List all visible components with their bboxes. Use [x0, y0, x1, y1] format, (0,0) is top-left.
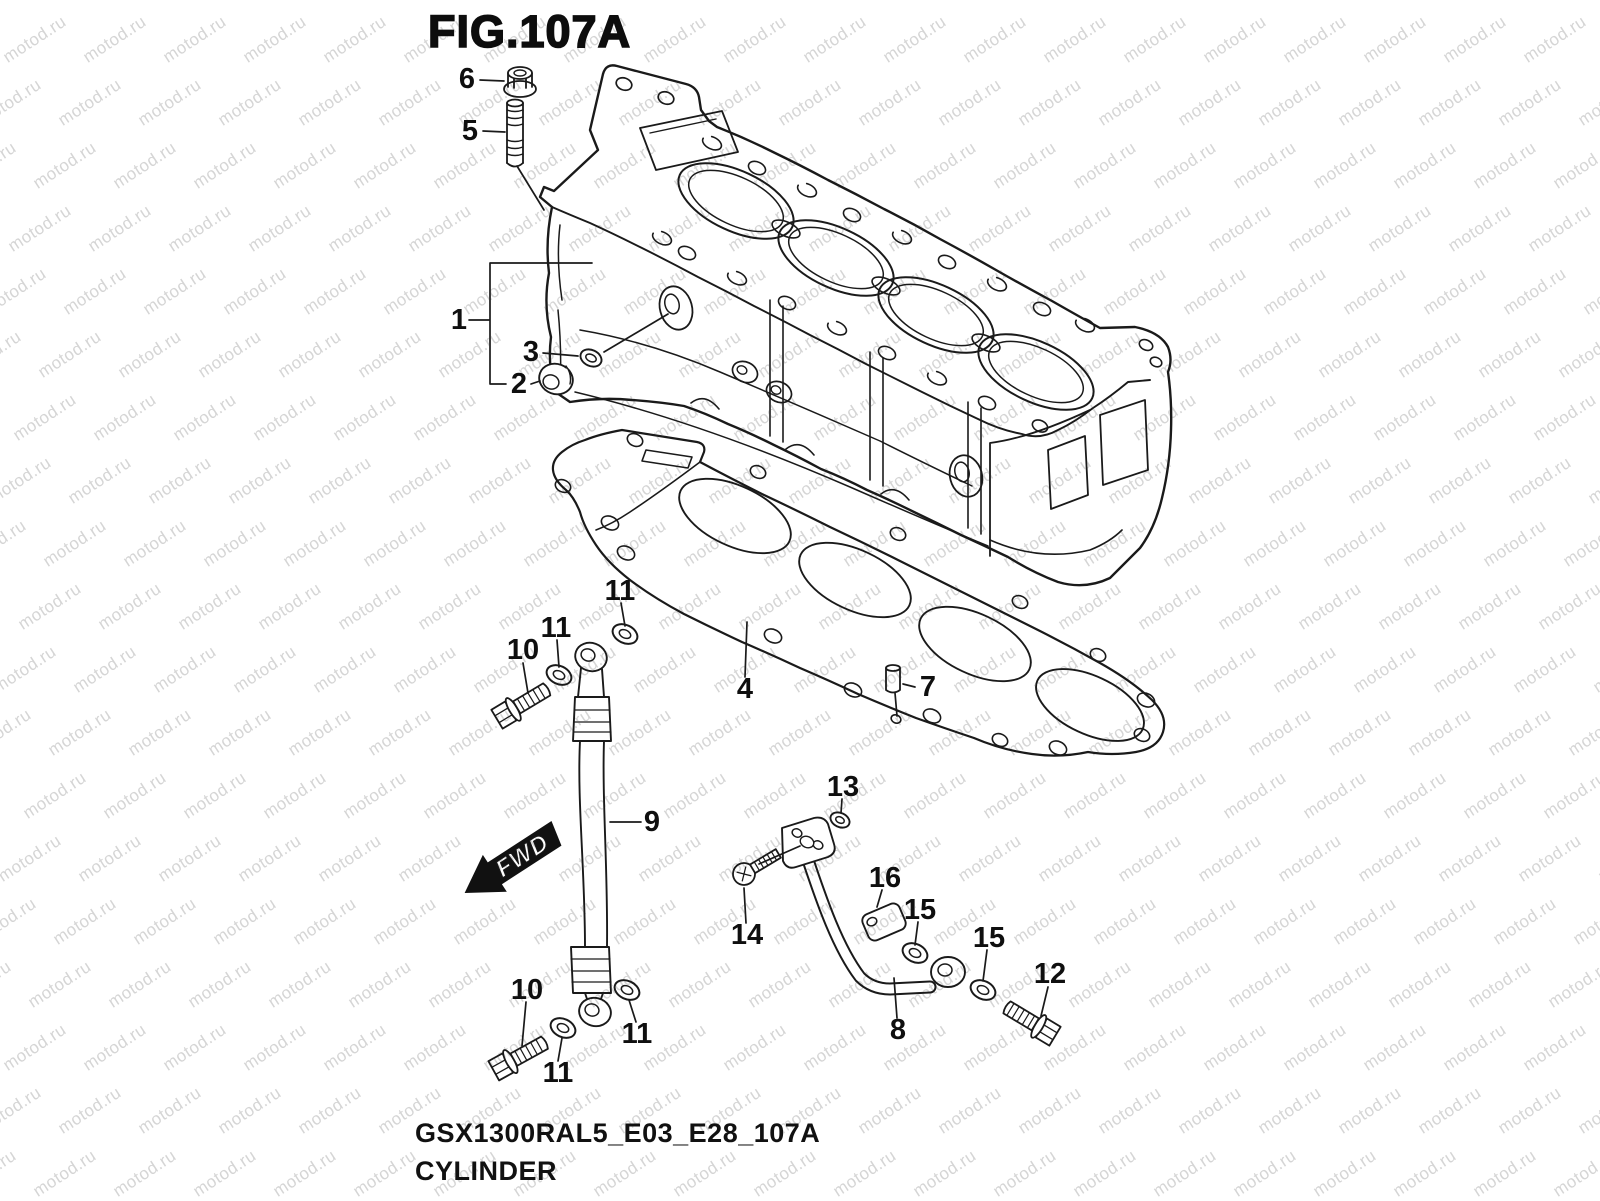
callout-7: 7: [920, 671, 936, 703]
footer-title: CYLINDER: [415, 1156, 557, 1187]
oil-hose-drawing: [571, 638, 614, 1029]
callout-16: 16: [869, 862, 901, 894]
callout-11: 11: [543, 1057, 574, 1089]
page-title: FIG.107A: [428, 6, 631, 58]
stud-bolt-part: [507, 100, 523, 167]
callout-9: 9: [644, 806, 660, 838]
callout-12: 12: [1034, 958, 1066, 990]
cushion-part: [860, 901, 908, 942]
fwd-arrow: FWD: [453, 813, 571, 911]
callout-1: 1: [451, 304, 467, 336]
o-ring-part-13: [828, 809, 852, 830]
callout-4: 4: [737, 673, 753, 705]
callout-15: 15: [904, 894, 936, 926]
callout-8: 8: [890, 1014, 906, 1046]
callout-10: 10: [507, 634, 539, 666]
callout-5: 5: [462, 115, 478, 147]
callout-11: 11: [605, 575, 636, 607]
screw-part: [729, 844, 784, 889]
callout-11: 11: [622, 1018, 653, 1050]
callout-11: 11: [541, 612, 572, 644]
footer-code: GSX1300RAL5_E03_E28_107A: [415, 1118, 820, 1149]
callout-13: 13: [827, 771, 859, 803]
dowel-pin-part: [886, 665, 900, 693]
callout-3: 3: [523, 336, 539, 368]
union-bolt-part-12: [999, 995, 1062, 1047]
callout-15: 15: [973, 922, 1005, 954]
callout-14: 14: [731, 919, 763, 951]
cap-nut-part: [504, 67, 536, 97]
callout-10: 10: [511, 974, 543, 1006]
fwd-arrow-label: FWD: [491, 829, 554, 883]
oil-pipe-drawing: [782, 818, 965, 989]
callout-6: 6: [459, 63, 475, 95]
callout-2: 2: [511, 368, 527, 400]
